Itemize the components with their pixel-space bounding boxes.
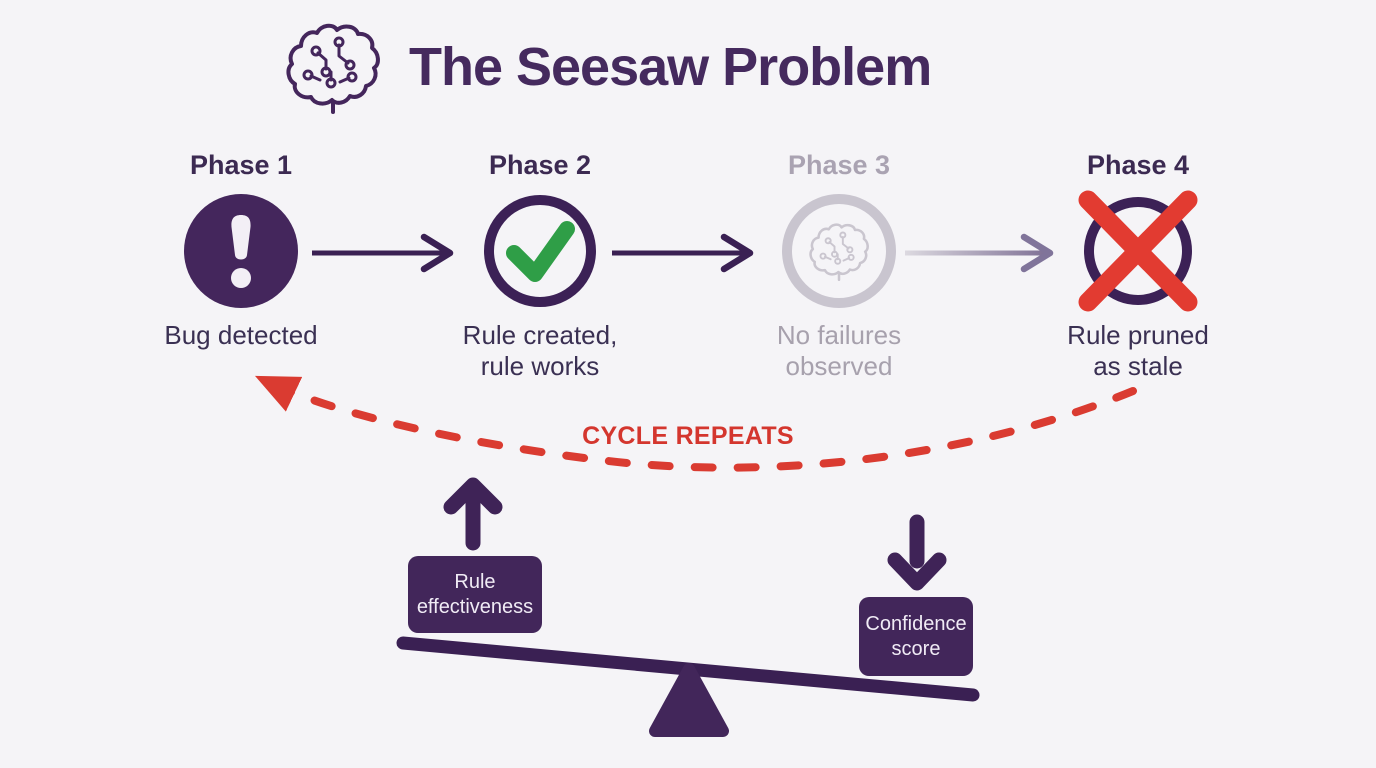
phase-3-caption: No failures observed: [776, 320, 902, 381]
confidence-score-box: Confidence score: [859, 597, 973, 676]
header: The Seesaw Problem: [283, 20, 932, 114]
exclamation-circle-icon: [184, 194, 298, 308]
phase-1-caption: Bug detected: [164, 320, 318, 350]
phase-2-caption: Rule created, rule works: [462, 320, 618, 381]
rule-effectiveness-box: Rule effectiveness: [408, 556, 542, 633]
check-circle-icon: [484, 195, 596, 307]
crossed-out-circle-icon: [1078, 190, 1198, 312]
brain-circle-icon: [782, 194, 896, 308]
phase-1-heading: Phase 1: [189, 150, 293, 180]
phase-4-heading: Phase 4: [1086, 150, 1190, 180]
seesaw-fulcrum: [649, 663, 729, 737]
up-arrow-icon: [443, 477, 503, 551]
brain-circuit-icon: [283, 20, 383, 114]
page-title: The Seesaw Problem: [409, 37, 932, 97]
phase-4-caption: Rule pruned as stale: [1067, 320, 1209, 381]
phase-2-heading: Phase 2: [488, 150, 592, 180]
brain-faded-icon: [806, 221, 872, 281]
down-arrow-icon: [887, 514, 947, 591]
cycle-repeats-label: CYCLE REPEATS: [582, 422, 794, 450]
phase-3-heading: Phase 3: [787, 150, 891, 180]
